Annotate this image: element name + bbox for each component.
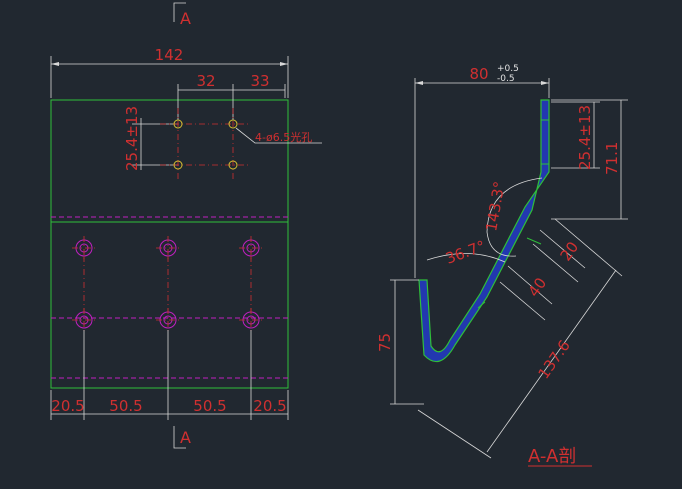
hole-callout: 4-ø6.5光孔 <box>255 130 312 144</box>
dim-width-142: 142 <box>155 46 184 64</box>
dim-offset-20: 20 <box>557 238 583 264</box>
dim-top-tol-lower: -0.5 <box>497 74 515 84</box>
front-view-outline <box>50 99 289 389</box>
dim-angle-143-3: 143.3° <box>482 180 508 233</box>
dim-bottom-1: 20.5 <box>51 397 84 415</box>
mount-hole <box>173 119 183 129</box>
bracket-profile <box>418 99 550 363</box>
dim-slot: 25.4±13 <box>576 105 594 170</box>
dim-hook-height-75: 75 <box>376 333 394 352</box>
mount-hole <box>228 119 238 129</box>
dim-top-tol-upper: +0.5 <box>497 64 519 74</box>
dim-top-width-80: 80 <box>469 65 488 83</box>
dim-offset-40: 40 <box>525 274 551 300</box>
section-marker-top-label: A <box>180 9 191 28</box>
dim-hole-spacing-33: 33 <box>250 72 269 90</box>
front-view: 142 32 33 25.4±13 4-ø6.5光孔 <box>50 46 322 420</box>
dim-hole-spacing-32: 32 <box>196 72 215 90</box>
dim-height-71-1: 71.1 <box>603 142 621 175</box>
dim-diagonal-137-6: 137.6 <box>535 337 574 383</box>
section-marker-bottom-label: A <box>180 428 191 447</box>
dim-bottom-3: 50.5 <box>193 397 226 415</box>
section-marker-bottom: A <box>173 426 191 449</box>
dim-angle-36-7: 36.7° <box>443 237 488 268</box>
dim-bottom-4: 20.5 <box>253 397 286 415</box>
mount-hole <box>228 160 238 170</box>
countersunk-holes <box>72 236 263 332</box>
dim-hole-spacing-vertical: 25.4±13 <box>123 106 141 171</box>
section-marker-top: A <box>173 2 191 28</box>
section-title: A-A剖 <box>528 446 576 467</box>
section-view: 80 +0.5 -0.5 25.4±13 71.1 143.3° 36.7° 2… <box>376 64 628 467</box>
dim-bottom-2: 50.5 <box>109 397 142 415</box>
mount-hole <box>173 160 183 170</box>
